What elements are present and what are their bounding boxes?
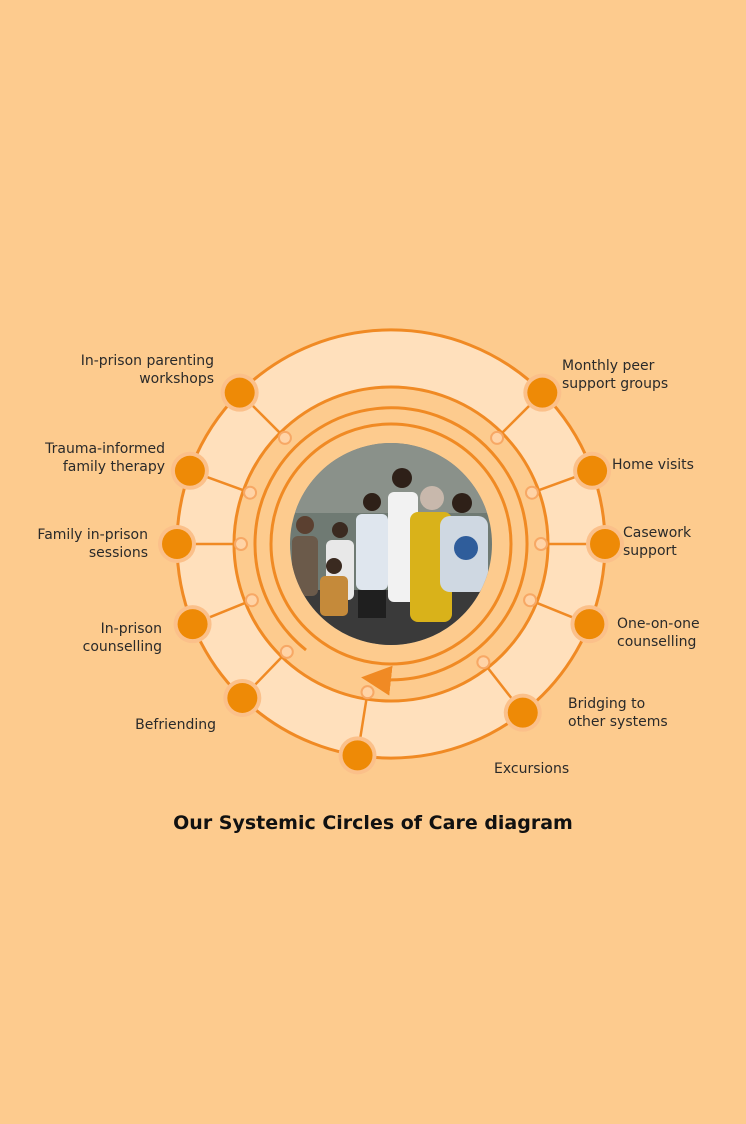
label-excursions: Excursions xyxy=(494,761,570,777)
service-nodes xyxy=(158,373,624,775)
node-casework xyxy=(590,529,620,559)
node-family-therapy xyxy=(174,455,205,486)
label-inprison-counselling: In-prison counselling xyxy=(82,621,162,655)
junction-dot-inprison-counselling xyxy=(244,593,259,608)
middle-ring-arc xyxy=(253,406,529,696)
node-one-on-one xyxy=(574,609,605,640)
junction-dot-peer-support xyxy=(490,430,505,445)
label-one-on-one: One-on-one counselling xyxy=(617,616,700,650)
junction-dot-bridging xyxy=(476,655,491,670)
junction-dot-family-therapy xyxy=(243,485,258,500)
label-home-visits: Home visits xyxy=(612,457,694,473)
node-inprison-counselling xyxy=(177,609,208,640)
node-bridging xyxy=(507,697,538,728)
label-family-sessions: Family in-prison sessions xyxy=(37,527,148,561)
node-peer-support xyxy=(527,377,558,408)
label-family-therapy: Trauma-informed family therapy xyxy=(45,441,165,475)
junction-dot-casework xyxy=(534,537,548,551)
inner-ring xyxy=(269,422,513,666)
label-bridging: Bridging to other systems xyxy=(568,696,668,730)
label-peer-support: Monthly peer support groups xyxy=(562,358,669,392)
node-home-visits xyxy=(577,455,608,486)
junction-dot-family-sessions xyxy=(234,537,248,551)
junction-dot-parenting-workshops xyxy=(277,430,292,445)
diagram-caption: Our Systemic Circles of Care diagram xyxy=(173,812,573,834)
junction-dot-befriending xyxy=(279,644,294,659)
junction-dot-one-on-one xyxy=(523,593,538,608)
node-befriending xyxy=(227,682,258,713)
node-parenting-workshops xyxy=(224,377,255,408)
junction-dot-home-visits xyxy=(524,485,539,500)
center-photo xyxy=(290,443,492,645)
node-family-sessions xyxy=(162,529,192,559)
label-parenting-workshops: In-prison parenting workshops xyxy=(80,353,214,387)
junction-dot-excursions xyxy=(360,685,375,700)
node-excursions xyxy=(342,740,373,771)
label-befriending: Befriending xyxy=(135,717,216,733)
label-casework: Casework support xyxy=(623,525,692,559)
